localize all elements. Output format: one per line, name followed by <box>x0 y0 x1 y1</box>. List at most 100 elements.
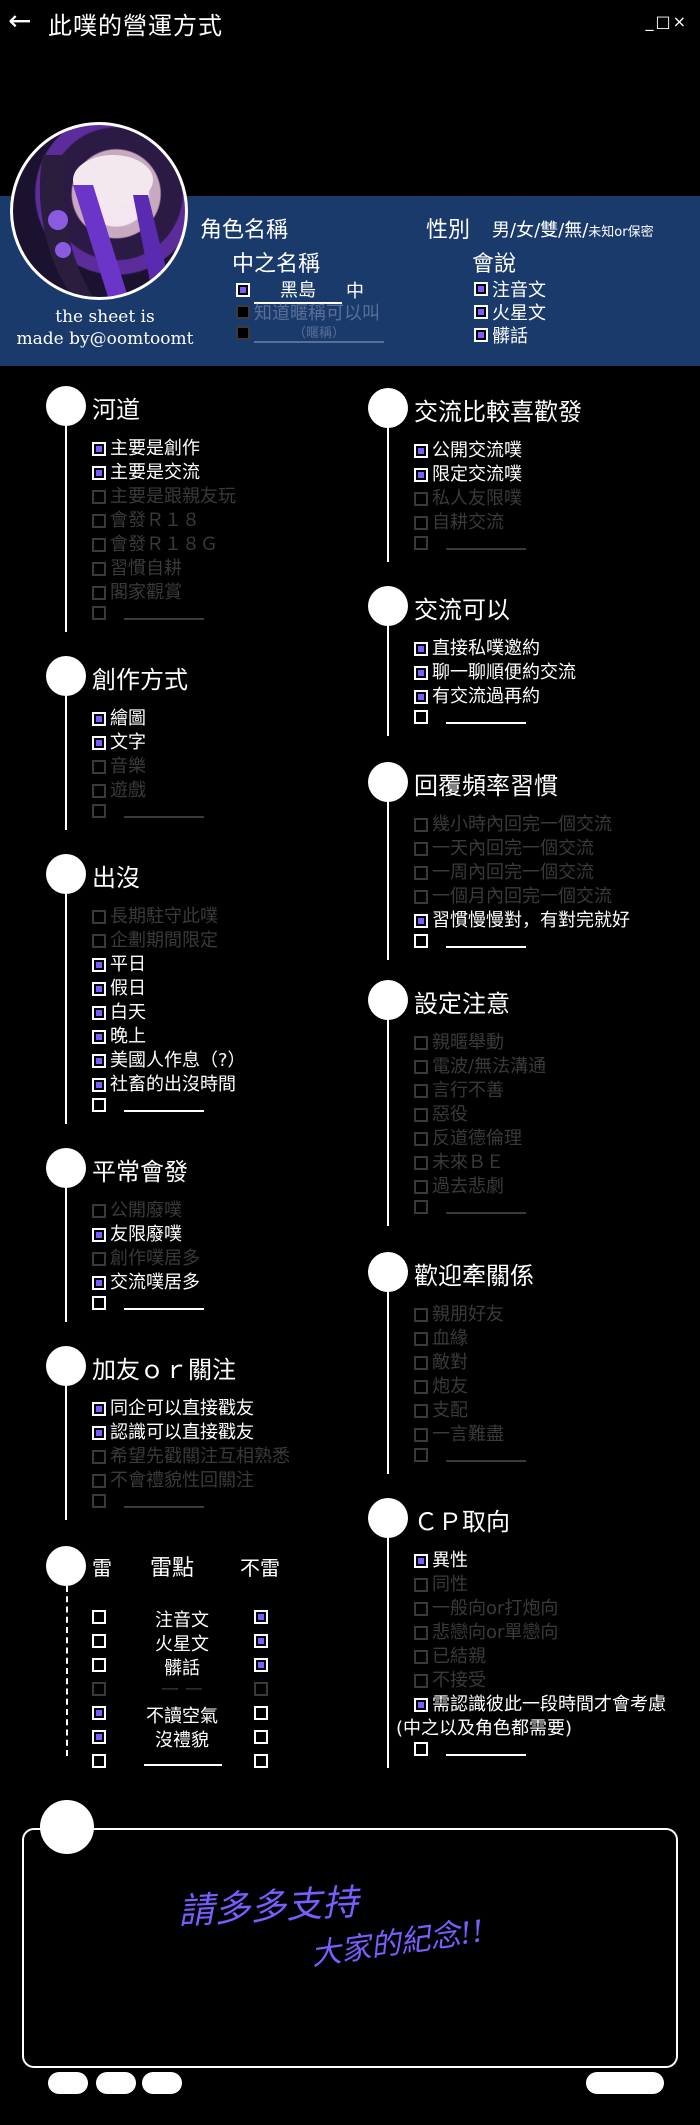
checkbox[interactable] <box>92 1078 106 1092</box>
checkbox[interactable] <box>92 538 106 552</box>
checklist-item[interactable]: 文字 <box>92 732 146 754</box>
bottom-pill-button[interactable] <box>48 2072 88 2094</box>
checklist-item[interactable]: 一天內回完一個交流 <box>414 838 594 860</box>
blank-line[interactable] <box>124 606 204 620</box>
inner-name-option-2[interactable]: 知道暱稱可以叫 <box>236 299 380 325</box>
bottom-pill-button[interactable] <box>96 2072 136 2094</box>
checklist-item[interactable]: 主要是跟親友玩 <box>92 486 236 508</box>
checklist-item[interactable]: 平日 <box>92 954 146 976</box>
checklist-item[interactable]: 親朋好友 <box>414 1304 504 1326</box>
blank-line[interactable] <box>446 1742 526 1756</box>
checklist-item[interactable]: 美國人作息（?） <box>92 1050 246 1072</box>
checklist-item[interactable]: 會發Ｒ１８ <box>92 510 200 532</box>
checklist-item[interactable]: 認識可以直接戳友 <box>92 1422 254 1444</box>
checkbox[interactable] <box>414 516 428 530</box>
checkbox[interactable] <box>414 1698 428 1712</box>
checkbox[interactable] <box>414 444 428 458</box>
not-landmine-checkbox[interactable] <box>254 1634 268 1648</box>
checkbox[interactable] <box>92 442 106 456</box>
checklist-item[interactable]: 創作噗居多 <box>92 1248 200 1270</box>
checkbox[interactable] <box>92 1494 106 1508</box>
checkbox[interactable] <box>414 1332 428 1346</box>
speak-checkbox[interactable] <box>474 305 488 319</box>
checkbox[interactable] <box>92 712 106 726</box>
landmine-checkbox[interactable] <box>92 1682 106 1696</box>
checklist-item[interactable]: 炮友 <box>414 1376 468 1398</box>
checklist-item[interactable]: 繪圖 <box>92 708 146 730</box>
checkbox[interactable] <box>414 536 428 550</box>
checklist-item[interactable]: 假日 <box>92 978 146 1000</box>
checkbox[interactable] <box>414 1448 428 1462</box>
checklist-item[interactable]: 同企可以直接戳友 <box>92 1398 254 1420</box>
checkbox[interactable] <box>92 934 106 948</box>
checklist-item[interactable]: 社畜的出沒時間 <box>92 1074 236 1096</box>
checkbox[interactable] <box>92 606 106 620</box>
speak-checkbox[interactable] <box>474 328 488 342</box>
bottom-pill-button[interactable] <box>586 2072 664 2094</box>
blank-line[interactable] <box>124 1296 204 1310</box>
checkbox[interactable] <box>92 1228 106 1242</box>
landmine-checkbox[interactable] <box>92 1610 106 1624</box>
checkbox[interactable] <box>414 710 428 724</box>
checklist-item[interactable]: 血緣 <box>414 1328 468 1350</box>
checkbox[interactable] <box>414 1308 428 1322</box>
checklist-item[interactable]: 反道德倫理 <box>414 1128 522 1150</box>
checkbox[interactable] <box>414 1156 428 1170</box>
blank-line[interactable] <box>144 1752 222 1766</box>
checklist-item[interactable]: 不會禮貌性回關注 <box>92 1470 254 1492</box>
checklist-item[interactable]: 交流噗居多 <box>92 1272 200 1294</box>
checkbox[interactable] <box>414 1060 428 1074</box>
checkbox[interactable] <box>92 958 106 972</box>
checklist-item[interactable] <box>92 606 204 620</box>
speak-item[interactable]: 火星文 <box>474 299 546 325</box>
checklist-item[interactable] <box>92 1494 204 1508</box>
landmine-checkbox[interactable] <box>92 1754 106 1768</box>
checkbox[interactable] <box>414 914 428 928</box>
checklist-item[interactable]: 一般向or打炮向 <box>414 1598 558 1620</box>
checklist-item[interactable] <box>414 1200 526 1214</box>
checklist-item[interactable] <box>92 1098 204 1112</box>
checkbox[interactable] <box>414 1108 428 1122</box>
checkbox[interactable] <box>414 1200 428 1214</box>
inner-name-checkbox[interactable] <box>236 283 250 297</box>
window-controls-icon[interactable]: _□× <box>645 12 688 31</box>
checklist-item[interactable]: 私人友限噗 <box>414 488 522 510</box>
checkbox[interactable] <box>92 1098 106 1112</box>
blank-line[interactable] <box>446 1200 526 1214</box>
checkbox[interactable] <box>92 1030 106 1044</box>
landmine-checkbox[interactable] <box>92 1730 106 1744</box>
checkbox[interactable] <box>92 586 106 600</box>
checklist-item[interactable]: 言行不善 <box>414 1080 504 1102</box>
checkbox[interactable] <box>414 866 428 880</box>
checkbox[interactable] <box>414 1650 428 1664</box>
bottom-pill-button[interactable] <box>142 2072 182 2094</box>
checklist-item[interactable]: 限定交流噗 <box>414 464 522 486</box>
checkbox[interactable] <box>414 1578 428 1592</box>
not-landmine-checkbox[interactable] <box>254 1658 268 1672</box>
checkbox[interactable] <box>414 1404 428 1418</box>
checkbox[interactable] <box>92 1450 106 1464</box>
checkbox[interactable] <box>414 1626 428 1640</box>
checklist-item[interactable]: 幾小時內回完一個交流 <box>414 814 612 836</box>
checklist-item[interactable]: 友限廢噗 <box>92 1224 182 1246</box>
inner-opt3-checkbox[interactable] <box>236 325 250 340</box>
checklist-item[interactable]: 希望先戳關注互相熟悉 <box>92 1446 290 1468</box>
checklist-item[interactable]: 習慣慢慢對，有對完就好 <box>414 910 630 932</box>
checklist-item[interactable] <box>414 1448 526 1462</box>
checklist-item[interactable]: 長期駐守此噗 <box>92 906 218 928</box>
inner-name-row[interactable]: 黑島 中 <box>236 276 364 304</box>
checklist-item[interactable] <box>414 934 526 948</box>
checkbox[interactable] <box>414 1554 428 1568</box>
blank-line[interactable] <box>446 536 526 550</box>
checkbox[interactable] <box>92 1402 106 1416</box>
checklist-item[interactable]: 主要是創作 <box>92 438 200 460</box>
speak-checkbox[interactable] <box>474 282 488 296</box>
checkbox[interactable] <box>414 1036 428 1050</box>
checkbox[interactable] <box>414 468 428 482</box>
checklist-item[interactable]: 悲戀向or單戀向 <box>414 1622 558 1644</box>
checklist-item[interactable]: 會發Ｒ１８Ｇ <box>92 534 218 556</box>
checklist-item[interactable]: 音樂 <box>92 756 146 778</box>
checklist-item[interactable] <box>414 710 526 724</box>
checklist-item[interactable] <box>414 536 526 550</box>
inner-name-option-3[interactable]: （暱稱） <box>236 322 384 343</box>
